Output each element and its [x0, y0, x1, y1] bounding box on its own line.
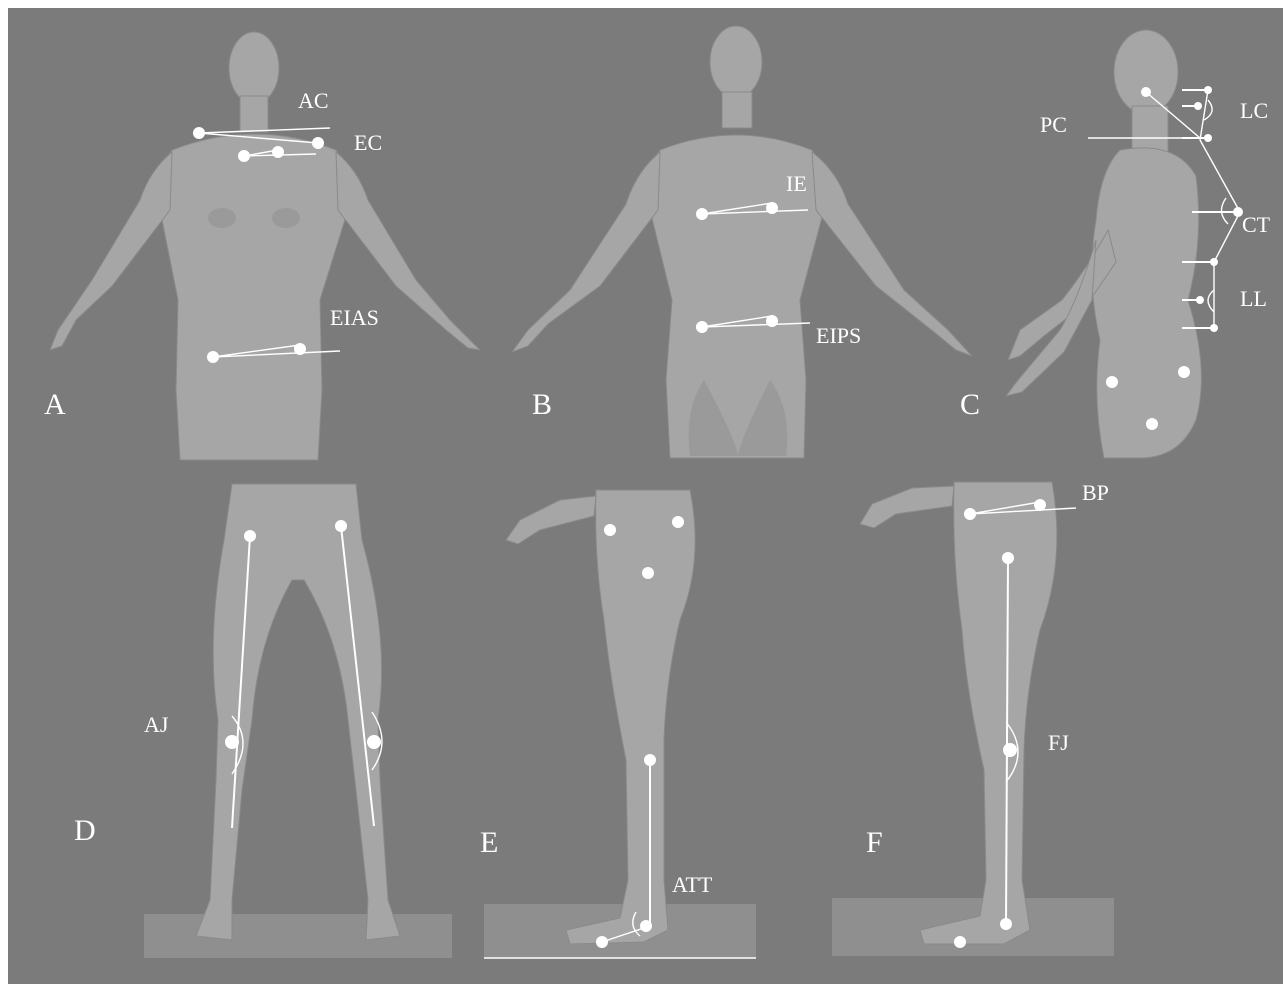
ec-label: EC: [354, 130, 382, 155]
aj-label: AJ: [144, 712, 169, 737]
ac-label: AC: [298, 88, 329, 113]
ct-label: CT: [1242, 212, 1271, 237]
eias-label: EIAS: [330, 305, 379, 330]
panel-letter-a: A: [44, 388, 66, 421]
lc-label: LC: [1240, 98, 1268, 123]
att-label: ATT: [672, 872, 713, 897]
ll-label: LL: [1240, 286, 1267, 311]
panel-letter-c: C: [960, 388, 980, 421]
pc-label: PC: [1040, 112, 1067, 137]
panel-letter-e: E: [480, 826, 498, 859]
panel-letter-d: D: [74, 814, 96, 847]
fj-label: FJ: [1048, 730, 1069, 755]
eips-label: EIPS: [816, 323, 861, 348]
ie-label: IE: [786, 171, 807, 196]
bp-label: BP: [1082, 480, 1109, 505]
panel-letter-f: F: [866, 826, 883, 859]
panel-letter-b: B: [532, 388, 552, 421]
floor-d: [144, 914, 452, 958]
